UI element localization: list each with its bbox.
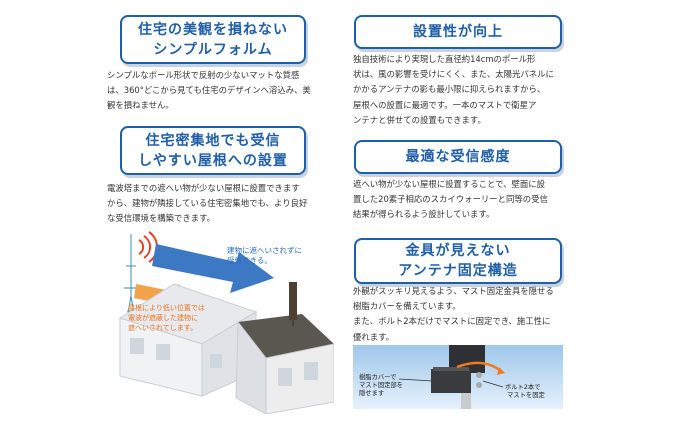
mast-fixing-photo: 樹脂カバーで マスト固定部を 隠せます ボルト2本で マストを固定 xyxy=(353,345,563,409)
title-line: 金具が見えない xyxy=(405,243,511,259)
title-line: 最適な受信感度 xyxy=(405,149,511,165)
illustration-label-right: 建物に遮へいされずに 受信できる。 xyxy=(227,245,304,265)
title-line: シンプルフォルム xyxy=(153,41,273,58)
title-line: 住宅密集地でも受信 xyxy=(145,132,281,149)
title-box-installability: 設置性が向上 xyxy=(354,15,562,49)
rotation-arrow-icon xyxy=(456,361,502,373)
photo-label-left: 樹脂カバーで マスト固定部を 隠せます xyxy=(359,372,405,397)
bolt-icon xyxy=(476,372,482,378)
front-house xyxy=(235,314,334,414)
paragraph-dense-area: 電波塔までの遮へい物が少ない屋根に設置できます から、建物が隣接している住宅密集… xyxy=(107,183,308,224)
paragraph-simple-form: シンプルなポール形状で反射の少ないマットな質感 は、360°どこから見ても住宅の… xyxy=(107,70,311,111)
signal-arrow-blue xyxy=(152,244,274,293)
title-line: しやすい屋根への設置 xyxy=(138,152,288,169)
pole-antenna-icon xyxy=(289,282,297,326)
illustration-label-left: 屋根により低い位置では 電波が遮蔽した建物に 遮へいされてします。 xyxy=(128,303,207,332)
paragraph-installability: 独自技術により実現した直径約14cmのポール形 状は、風の影響を受けにくく、また… xyxy=(353,54,554,125)
title-box-dense-area: 住宅密集地でも受信 しやすい屋根への設置 xyxy=(120,126,306,175)
title-box-reception: 最適な受信感度 xyxy=(354,140,562,174)
title-line: 設置性が向上 xyxy=(413,24,503,40)
house-reception-illustration: 建物に遮へいされずに 受信できる。 屋根により低い位置では 電波が遮蔽した建物に… xyxy=(118,231,334,414)
resin-cover xyxy=(431,369,471,393)
title-line: 住宅の美観を損ねない xyxy=(138,21,288,38)
title-line: アンテナ固定構造 xyxy=(398,263,518,279)
paragraph-fixing-structure: 外観がスッキリ見えるよう、マスト固定金具を隠せる 樹脂カバーを備えています。 ま… xyxy=(353,286,554,342)
bolt-icon xyxy=(476,382,482,388)
photo-label-right: ボルト2本で マストを固定 xyxy=(505,382,545,399)
back-house xyxy=(118,283,258,397)
paragraph-reception: 遮へい物が少ない屋根に設置することで、壁面に設 置した20素子相応のスカイウォー… xyxy=(353,179,548,220)
title-box-fixing-structure: 金具が見えない アンテナ固定構造 xyxy=(354,238,562,284)
title-box-simple-form: 住宅の美観を損ねない シンプルフォルム xyxy=(120,15,306,64)
